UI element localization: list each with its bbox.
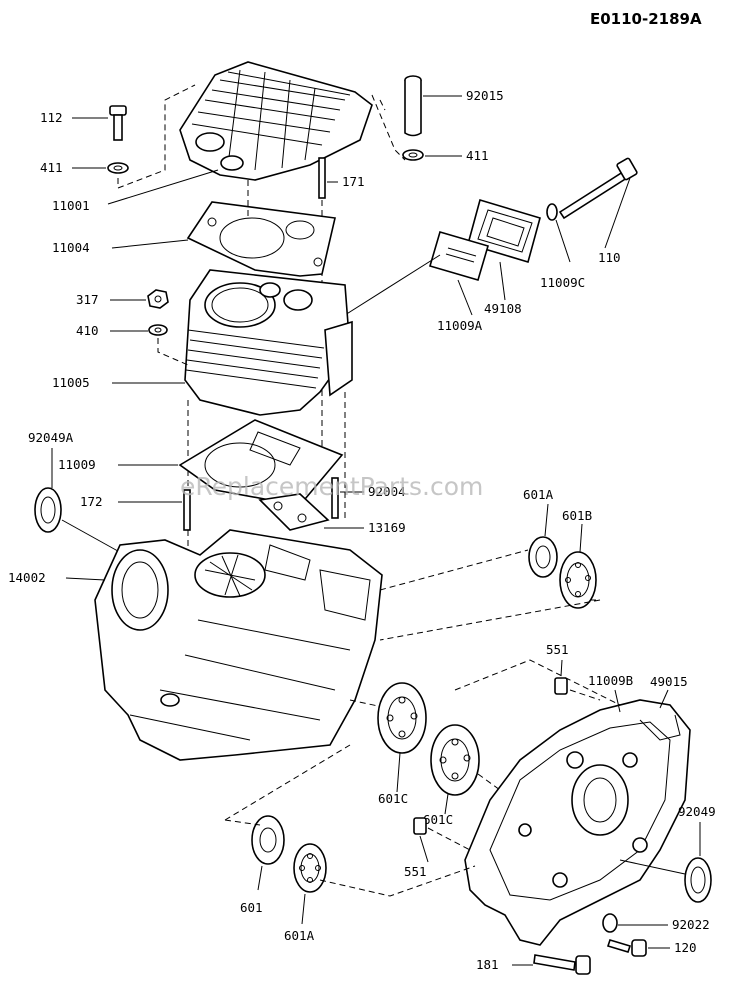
oil-seal-92049a [34,487,62,533]
cylinder-block-11005 [184,269,353,416]
label-411-left: 411 [40,160,63,175]
diagram-code: E0110-2189A [590,10,702,28]
dowel-pin-551-top [554,677,568,695]
label-601: 601 [240,900,263,915]
label-601c-a: 601C [378,791,408,806]
label-601a-top: 601A [523,487,554,502]
bolt-181 [533,954,591,975]
label-601c-b: 601C [423,812,453,827]
oil-seal-92049 [684,857,712,903]
bearing-601c-b [430,724,480,796]
label-11009: 11009 [58,457,96,472]
bolt-120 [606,939,647,957]
head-gasket-11004 [186,201,336,277]
label-13169: 13169 [368,520,406,535]
label-551-bottom: 551 [404,864,427,879]
gasket-13169 [258,493,330,531]
bearing-601 [251,815,285,865]
label-14002: 14002 [8,570,46,585]
stud-171 [318,157,326,199]
label-181: 181 [476,957,499,972]
washer-410 [148,324,168,336]
gasket-11009a [429,231,489,281]
label-11009c: 11009C [540,275,585,290]
stud-92004 [331,477,339,519]
bearing-601b [559,551,597,609]
label-92049: 92049 [678,804,716,819]
label-172: 172 [80,494,103,509]
label-49108: 49108 [484,301,522,316]
label-49015: 49015 [650,674,688,689]
watermark: eReplacementParts.com [180,472,483,501]
bolt-110 [546,157,638,221]
label-92015: 92015 [466,88,504,103]
label-11009b: 11009B [588,673,633,688]
label-11009a: 11009A [437,318,483,333]
label-317: 317 [76,292,99,307]
label-112: 112 [40,110,63,125]
label-551-top: 551 [546,642,569,657]
gasket-11009 [178,419,344,506]
dowel-pin-551-bottom [413,817,427,835]
head-bolt-112 [107,105,129,174]
label-110: 110 [598,250,621,265]
label-171: 171 [342,174,365,189]
label-11005: 11005 [52,375,90,390]
label-120: 120 [674,940,697,955]
nut-317 [147,289,169,309]
label-11001: 11001 [52,198,90,213]
washer-92022 [602,913,618,933]
cylinder-head [179,61,373,181]
label-601b: 601B [562,508,592,523]
label-601a-bottom: 601A [284,928,315,943]
stud-172 [183,489,191,531]
bearing-601c-a [377,682,427,754]
label-92022: 92022 [672,917,710,932]
bearing-601a-bottom [293,843,327,893]
label-11004: 11004 [52,240,90,255]
crankcase-14002 [94,529,383,761]
label-410: 410 [76,323,99,338]
label-92049a: 92049A [28,430,74,445]
label-411-right: 411 [466,148,489,163]
crankcase-cover-49015 [464,699,691,946]
sleeve-92015 [402,75,424,161]
label-92004: 92004 [368,484,406,499]
bearing-601a-top [528,536,558,578]
